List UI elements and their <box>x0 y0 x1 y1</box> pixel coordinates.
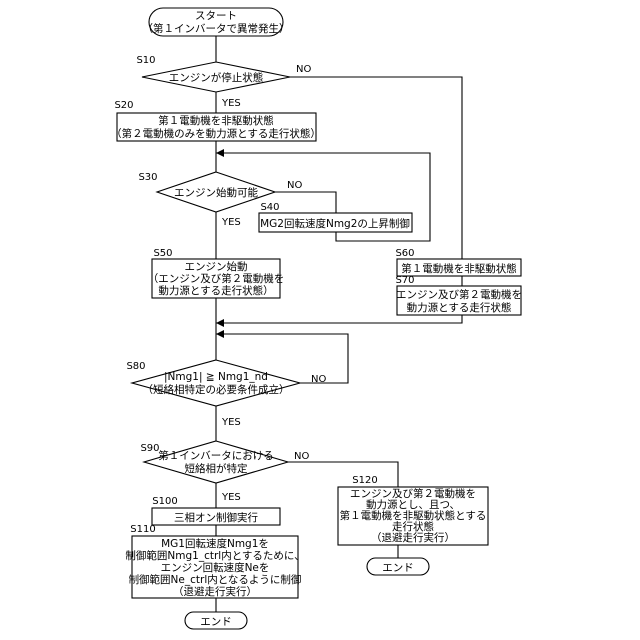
decision-s10: エンジンが停止状態 S10 NO YES <box>136 55 311 109</box>
s30-text: エンジン始動可能 <box>174 186 258 199</box>
s90-line-1: 第１インバータにおける <box>158 449 274 462</box>
process-s110: MG1回転速度Nmg1を 制御範囲Nmg1_ctrl内とするために、 エンジン回… <box>125 524 304 598</box>
s30-no-label: NO <box>287 180 302 191</box>
s10-text: エンジンが停止状態 <box>169 71 264 84</box>
s70-line-2: 動力源とする走行状態 <box>407 301 512 314</box>
s110-line-3: エンジン回転速度Neを <box>161 561 270 574</box>
s90-line-2: 短絡相が特定 <box>185 462 248 475</box>
s100-step-id: S100 <box>152 496 177 507</box>
s110-step-id: S110 <box>130 524 155 535</box>
s40-text: MG2回転速度Nmg2の上昇制御 <box>260 217 410 230</box>
s120-line-5: （退避走行実行） <box>371 531 455 544</box>
s80-step-id: S80 <box>126 361 145 372</box>
s20-step-id: S20 <box>114 100 133 111</box>
s50-step-id: S50 <box>153 248 172 259</box>
s10-step-id: S10 <box>136 55 155 66</box>
process-s120: エンジン及び第２電動機を 動力源とし、且つ、 第１電動機を非駆動状態とする 走行… <box>338 475 488 545</box>
s70-step-id: S70 <box>395 275 414 286</box>
s20-line-1: 第１電動機を非駆動状態 <box>158 114 274 127</box>
s90-no-label: NO <box>294 451 309 462</box>
s80-line-2: （短絡相特定の必要条件成立） <box>143 383 290 396</box>
s30-step-id: S30 <box>138 172 157 183</box>
s110-line-4: 制御範囲Ne_ctrl内となるように制御 <box>129 573 302 586</box>
s110-line-2: 制御範囲Nmg1_ctrl内とするために、 <box>125 549 304 562</box>
s40-step-id: S40 <box>260 202 279 213</box>
s30-yes-label: YES <box>221 217 241 228</box>
s90-step-id: S90 <box>140 443 159 454</box>
s110-line-5: （退避走行実行） <box>173 585 257 598</box>
start-terminal: スタート （第１インバータで異常発生） <box>143 8 290 36</box>
s50-line-2: （エンジン及び第２電動機を <box>148 272 285 285</box>
s20-line-2: （第２電動機のみを動力源とする走行状態） <box>111 127 321 140</box>
s10-yes-label: YES <box>221 98 241 109</box>
s100-text: 三相オン制御実行 <box>174 511 258 524</box>
end-terminal-right: エンド <box>367 558 429 575</box>
process-s70: エンジン及び第２電動機を 動力源とする走行状態 S70 <box>395 275 522 315</box>
s80-line-1: |Nmg1| ≧ Nmg1_nd <box>164 371 268 383</box>
decision-s80: |Nmg1| ≧ Nmg1_nd （短絡相特定の必要条件成立） S80 NO Y… <box>126 360 326 428</box>
s120-step-id: S120 <box>352 475 377 486</box>
s50-line-1: エンジン始動 <box>185 260 248 273</box>
process-s60: 第１電動機を非駆動状態 S60 <box>395 248 521 276</box>
start-sublabel: （第１インバータで異常発生） <box>143 22 290 35</box>
start-label: スタート <box>195 10 237 22</box>
s90-yes-label: YES <box>221 492 241 503</box>
s60-text: 第１電動機を非駆動状態 <box>401 262 517 275</box>
end-terminal-left: エンド <box>185 612 247 629</box>
s80-yes-label: YES <box>221 417 241 428</box>
s50-line-3: 動力源とする走行状態） <box>158 284 273 297</box>
s70-line-1: エンジン及び第２電動機を <box>396 288 522 301</box>
decision-s90: 第１インバータにおける 短絡相が特定 S90 NO YES <box>140 441 309 503</box>
s60-step-id: S60 <box>395 248 414 259</box>
end-label-right: エンド <box>382 562 414 574</box>
s10-no-label: NO <box>296 64 311 75</box>
s110-line-1: MG1回転速度Nmg1を <box>161 537 269 550</box>
end-label-left: エンド <box>200 616 232 628</box>
s80-no-label: NO <box>311 374 326 385</box>
